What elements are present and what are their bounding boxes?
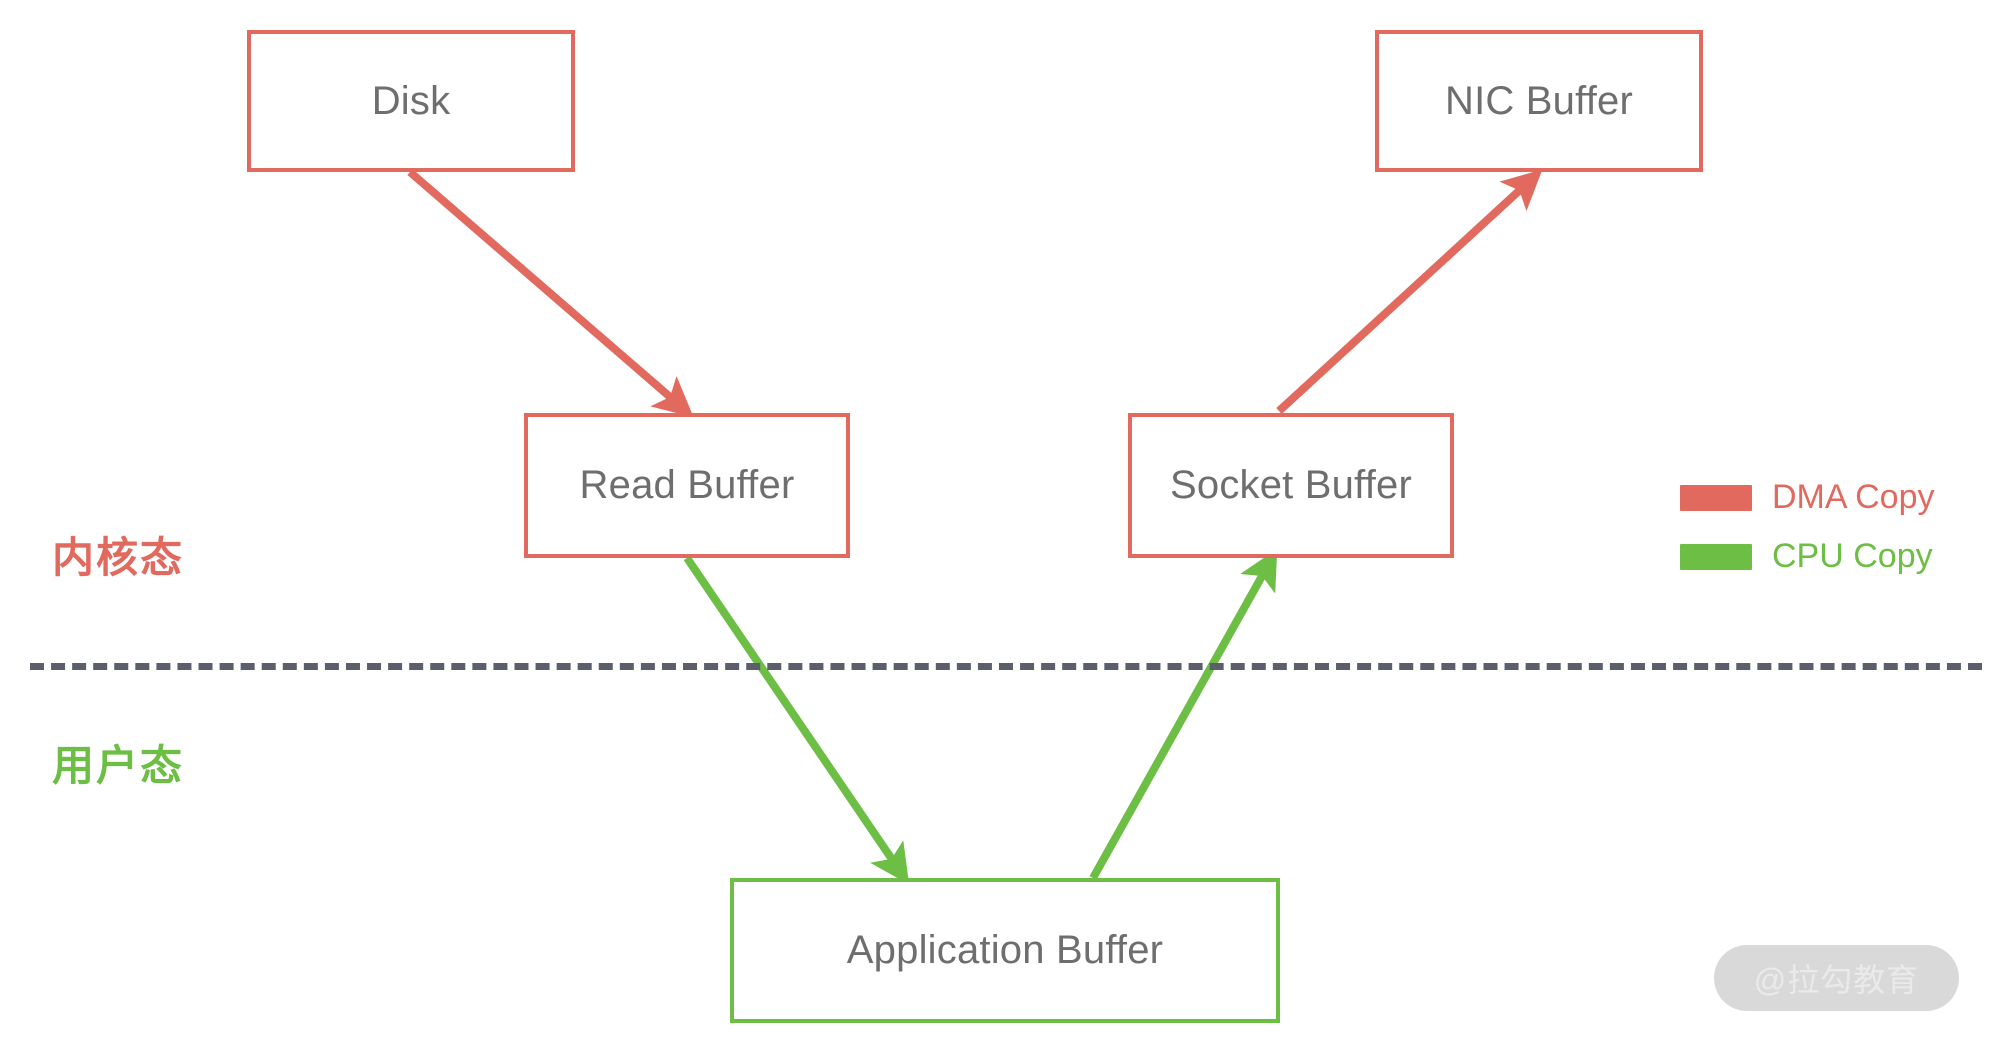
edge-socket-buffer-to-nic-buffer <box>1276 169 1543 414</box>
legend-item-cpu-copy: CPU Copy <box>1680 537 1935 576</box>
edge-read-buffer-to-application-buffer <box>683 555 910 885</box>
node-disk[interactable]: Disk <box>247 30 575 172</box>
legend-swatch-dma-copy <box>1680 484 1752 511</box>
node-socket-buffer[interactable]: Socket Buffer <box>1128 413 1454 558</box>
watermark-badge: @拉勾教育 <box>1714 945 1959 1011</box>
node-read-buffer[interactable]: Read Buffer <box>524 413 850 558</box>
edge-disk-to-read-buffer <box>407 168 694 418</box>
node-application-buffer-label: Application Buffer <box>846 928 1164 972</box>
legend-label-cpu-copy: CPU Copy <box>1772 537 1933 575</box>
user-mode-label: 用户态 <box>52 742 185 789</box>
edge-application-buffer-to-socket-buffer <box>1089 548 1278 880</box>
kernel-mode-label: 内核态 <box>52 534 185 581</box>
node-read-buffer-label: Read Buffer <box>579 463 795 507</box>
node-disk-label: Disk <box>371 78 451 123</box>
node-nic-buffer-label: NIC Buffer <box>1445 78 1633 123</box>
kernel-user-divider <box>30 663 1982 670</box>
node-nic-buffer[interactable]: NIC Buffer <box>1375 30 1703 172</box>
legend: DMA Copy CPU Copy <box>1680 478 1935 576</box>
legend-item-dma-copy: DMA Copy <box>1680 478 1935 517</box>
legend-swatch-cpu-copy <box>1680 543 1752 570</box>
node-application-buffer[interactable]: Application Buffer <box>730 878 1280 1023</box>
legend-label-dma-copy: DMA Copy <box>1772 478 1935 516</box>
watermark-text: @拉勾教育 <box>1753 962 1920 998</box>
node-socket-buffer-label: Socket Buffer <box>1170 463 1412 507</box>
